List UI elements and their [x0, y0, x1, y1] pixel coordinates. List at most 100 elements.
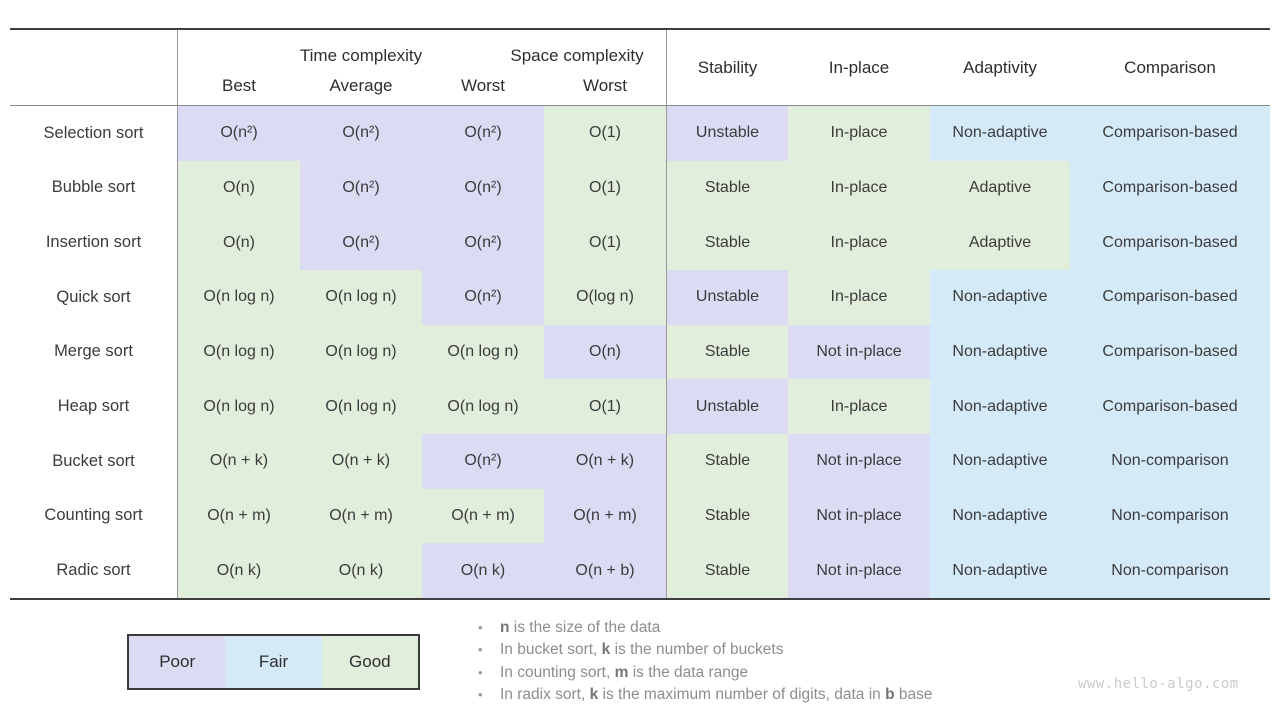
footnote: •In radix sort, k is the maximum number …	[478, 684, 932, 706]
cell-adaptivity: Non-adaptive	[930, 106, 1070, 161]
cell-space-worst: O(n)	[544, 324, 667, 380]
footnote-segment: is the data range	[628, 663, 749, 681]
header-time-complexity-group: Time complexity	[299, 46, 423, 65]
bullet-icon: •	[478, 664, 483, 680]
cell-best: O(n²)	[178, 106, 300, 161]
cell-stability: Stable	[667, 488, 788, 544]
cell-average: O(n²)	[300, 215, 422, 270]
footnote-text: In counting sort, m is the data range	[500, 662, 748, 684]
header-space-worst: Worst	[544, 67, 667, 105]
footnote-segment: n	[500, 619, 510, 636]
footnote: • In bucket sort, k is the number of buck…	[478, 639, 932, 661]
cell-worst: O(n + m)	[422, 488, 544, 544]
footnote-text: In radix sort, k is the maximum number o…	[500, 684, 932, 706]
cell-best: O(n + k)	[178, 433, 300, 489]
cell-comparison: Comparison-based	[1070, 269, 1270, 325]
cell-worst: O(n²)	[422, 160, 544, 216]
cell-best: O(n k)	[178, 543, 300, 598]
algorithm-name: Heap sort	[10, 379, 178, 434]
footnote-segment: k	[601, 641, 611, 659]
cell-worst: O(n²)	[422, 433, 544, 489]
header-space-complexity-group: Space complexity	[510, 30, 667, 67]
cell-space-worst: O(n + m)	[544, 488, 667, 544]
cell-best: O(n)	[178, 215, 300, 270]
cell-in-place: Not in-place	[788, 324, 930, 380]
watermark: www.hello-algo.com	[1078, 676, 1239, 692]
legend-poor: Poor	[129, 636, 226, 688]
cell-best: O(n log n)	[178, 324, 300, 380]
footnotes: •n is the size of the data•In bucket sor…	[478, 617, 932, 707]
header-best: Best	[221, 76, 257, 95]
cell-adaptivity: Adaptive	[930, 160, 1070, 216]
cell-comparison: Non-comparison	[1070, 433, 1270, 489]
cell-in-place: Not in-place	[788, 433, 930, 489]
cell-average: O(n log n)	[300, 324, 422, 380]
legend-fair: Fair	[225, 636, 322, 688]
cell-adaptivity: Non-adaptive	[930, 488, 1070, 544]
cell-comparison: Non-comparison	[1070, 488, 1270, 544]
footnote-segment: base	[894, 686, 933, 704]
algorithm-name: Counting sort	[10, 488, 178, 544]
cell-space-worst: O(log n)	[544, 269, 667, 325]
cell-stability: Stable	[667, 543, 788, 598]
cell-worst: O(n²)	[422, 269, 544, 325]
cell-adaptivity: Non-adaptive	[930, 379, 1070, 434]
cell-space-worst: O(1)	[544, 106, 667, 161]
footnote-segment: In bucket sort,	[500, 641, 602, 659]
header-average: Average	[329, 76, 393, 95]
algorithm-name: Selection sort	[10, 106, 178, 161]
cell-average: O(n k)	[300, 543, 422, 598]
algorithm-name: Radic sort	[10, 543, 178, 598]
cell-average: O(n log n)	[300, 379, 422, 434]
cell-in-place: Not in-place	[788, 543, 930, 598]
cell-adaptivity: Non-adaptive	[930, 433, 1070, 489]
cell-comparison: Comparison-based	[1070, 215, 1270, 270]
cell-in-place: In-place	[788, 106, 930, 161]
cell-stability: Stable	[667, 324, 788, 380]
cell-space-worst: O(1)	[544, 379, 667, 434]
cell-worst: O(n²)	[422, 106, 544, 161]
footnote-segment: In counting sort,	[500, 663, 615, 681]
cell-stability: Unstable	[667, 269, 788, 325]
cell-best: O(n + m)	[178, 488, 300, 544]
cell-worst: O(n log n)	[422, 324, 544, 380]
algorithm-name: Merge sort	[10, 324, 178, 380]
header-space-complexity-label: Space complexity	[510, 46, 644, 65]
header-in-place: In-place	[828, 57, 890, 77]
footnote-segment: is the number of buckets	[610, 641, 784, 659]
cell-in-place: In-place	[788, 160, 930, 216]
algorithm-name: Bucket sort	[10, 433, 178, 489]
header-comparison: Comparison	[1124, 57, 1216, 77]
header-empty-cell	[10, 30, 178, 105]
footnote: • In counting sort, m is the data range	[478, 662, 932, 684]
cell-space-worst: O(1)	[544, 215, 667, 270]
cell-space-worst: O(1)	[544, 160, 667, 216]
cell-in-place: In-place	[788, 269, 930, 325]
table-header: Time complexity Space complexity Best Av…	[10, 28, 1270, 106]
cell-average: O(n log n)	[300, 269, 422, 325]
footnote-segment: m	[614, 663, 629, 681]
cell-comparison: Comparison-based	[1070, 379, 1270, 434]
cell-space-worst: O(n + b)	[544, 543, 667, 598]
footnote-segment: k	[589, 686, 599, 704]
cell-average: O(n + m)	[300, 488, 422, 544]
cell-adaptivity: Non-adaptive	[930, 324, 1070, 380]
footnote-segment: In radix sort,	[500, 686, 590, 704]
cell-in-place: In-place	[788, 379, 930, 434]
cell-adaptivity: Adaptive	[930, 215, 1070, 270]
cell-comparison: Comparison-based	[1070, 324, 1270, 380]
cell-in-place: In-place	[788, 215, 930, 270]
cell-best: O(n log n)	[178, 379, 300, 434]
cell-adaptivity: Non-adaptive	[930, 543, 1070, 598]
cell-worst: O(n k)	[422, 543, 544, 598]
cell-stability: Stable	[667, 160, 788, 216]
cell-comparison: Non-comparison	[1070, 543, 1270, 598]
bullet-icon: •	[478, 620, 483, 635]
algorithm-name: Insertion sort	[10, 215, 178, 270]
cell-in-place: Not in-place	[788, 488, 930, 544]
bullet-icon: •	[478, 642, 483, 658]
cell-space-worst: O(n + k)	[544, 433, 667, 489]
cell-stability: Stable	[667, 215, 788, 270]
